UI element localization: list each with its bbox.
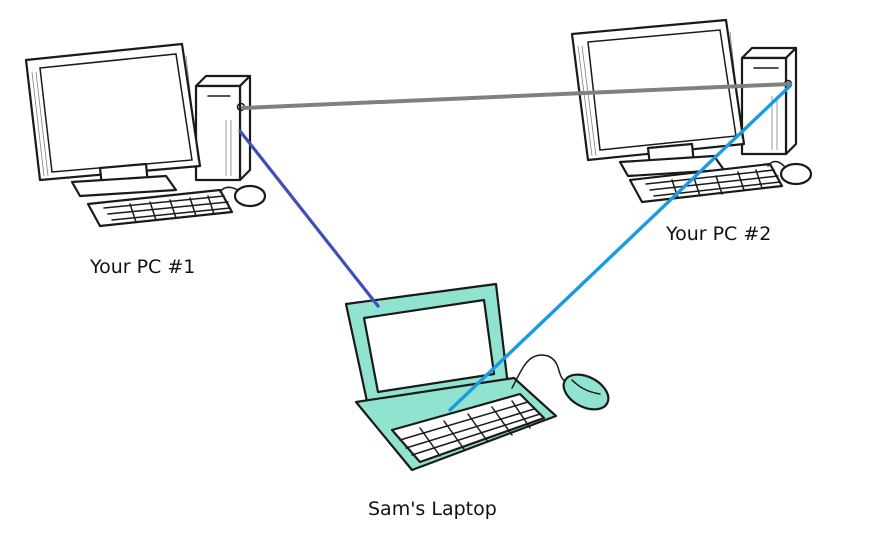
pc1-computer-icon [24,42,267,228]
connection-pc2-laptop-line [448,84,792,412]
pc2-computer-icon [570,18,813,204]
laptop-label: Sam's Laptop [368,498,497,520]
pc2-label: Your PC #2 [665,223,771,245]
connection-pc1-pc2-line [241,82,792,110]
pc1-label: Your PC #1 [89,256,195,278]
connection-pc1-laptop-line [238,129,380,308]
laptop-icon [344,282,610,472]
